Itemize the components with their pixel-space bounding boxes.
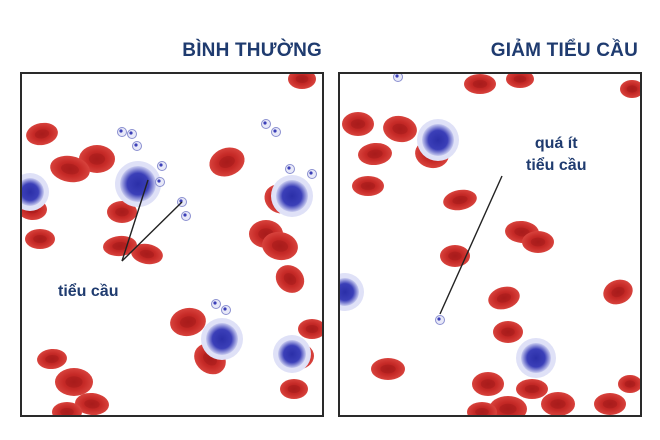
red-blood-cell [52,402,82,415]
platelet [181,211,191,221]
platelet [221,305,231,315]
label-platelets: tiểu cầu [58,283,119,300]
white-blood-cell [273,335,311,373]
red-blood-cell [506,74,534,88]
red-blood-cell [522,231,554,253]
red-blood-cell [516,379,548,399]
red-blood-cell [443,189,477,211]
panel-low-platelets: quá ít tiểu cầu [338,72,642,417]
red-blood-cell [472,372,504,396]
red-blood-cell [170,307,206,337]
red-blood-cell [55,368,93,396]
red-blood-cell [209,147,245,177]
white-blood-cell [201,318,243,360]
platelet [285,164,295,174]
red-blood-cell [620,80,640,98]
platelet [211,299,221,309]
red-blood-cell [493,321,523,343]
white-blood-cell [22,173,49,211]
red-blood-cell [618,375,640,393]
red-blood-cell [383,115,417,143]
red-blood-cell [541,392,575,415]
pointer-line [439,175,503,315]
red-blood-cell [489,396,527,415]
white-blood-cell [115,161,161,207]
platelet [435,315,445,325]
platelet [261,119,271,129]
white-blood-cell [516,338,556,378]
red-blood-cell [262,231,298,261]
red-blood-cell [275,265,305,293]
platelet [271,127,281,137]
red-blood-cell [440,245,470,267]
red-blood-cell [488,286,520,310]
platelet [132,141,142,151]
white-blood-cell [271,175,313,217]
pointer-line [121,179,149,262]
red-blood-cell [26,122,58,146]
title-low-platelets: GIẢM TIỂU CẦU [490,40,638,61]
platelet [117,127,127,137]
platelet [127,129,137,139]
platelet [157,161,167,171]
red-blood-cell [464,74,496,94]
pointer-line [121,201,183,262]
red-blood-cell [288,74,316,89]
red-blood-cell [603,279,633,305]
red-blood-cell [107,201,137,223]
label-too-few-platelets: quá ít tiểu cầu [526,133,586,177]
red-blood-cell [50,155,90,183]
red-blood-cell [37,348,67,370]
white-blood-cell [340,273,364,311]
red-blood-cell [131,243,163,265]
red-blood-cell [358,142,392,166]
red-blood-cell [371,358,405,380]
platelet [307,169,317,179]
red-blood-cell [298,319,322,339]
red-blood-cell [280,379,308,399]
blood-smear-low [340,74,640,415]
title-normal: BÌNH THƯỜNG [182,40,322,61]
red-blood-cell [594,393,626,415]
white-blood-cell [417,119,459,161]
red-blood-cell [75,392,109,415]
platelet [155,177,165,187]
platelet [393,74,403,82]
label-line-2: tiểu cầu [526,157,587,174]
red-blood-cell [467,402,497,415]
label-line-1: quá ít [534,135,578,152]
panel-normal: tiểu cầu [20,72,324,417]
red-blood-cell [352,176,384,196]
red-blood-cell [342,112,374,136]
blood-smear-normal [22,74,322,415]
red-blood-cell [25,229,55,249]
